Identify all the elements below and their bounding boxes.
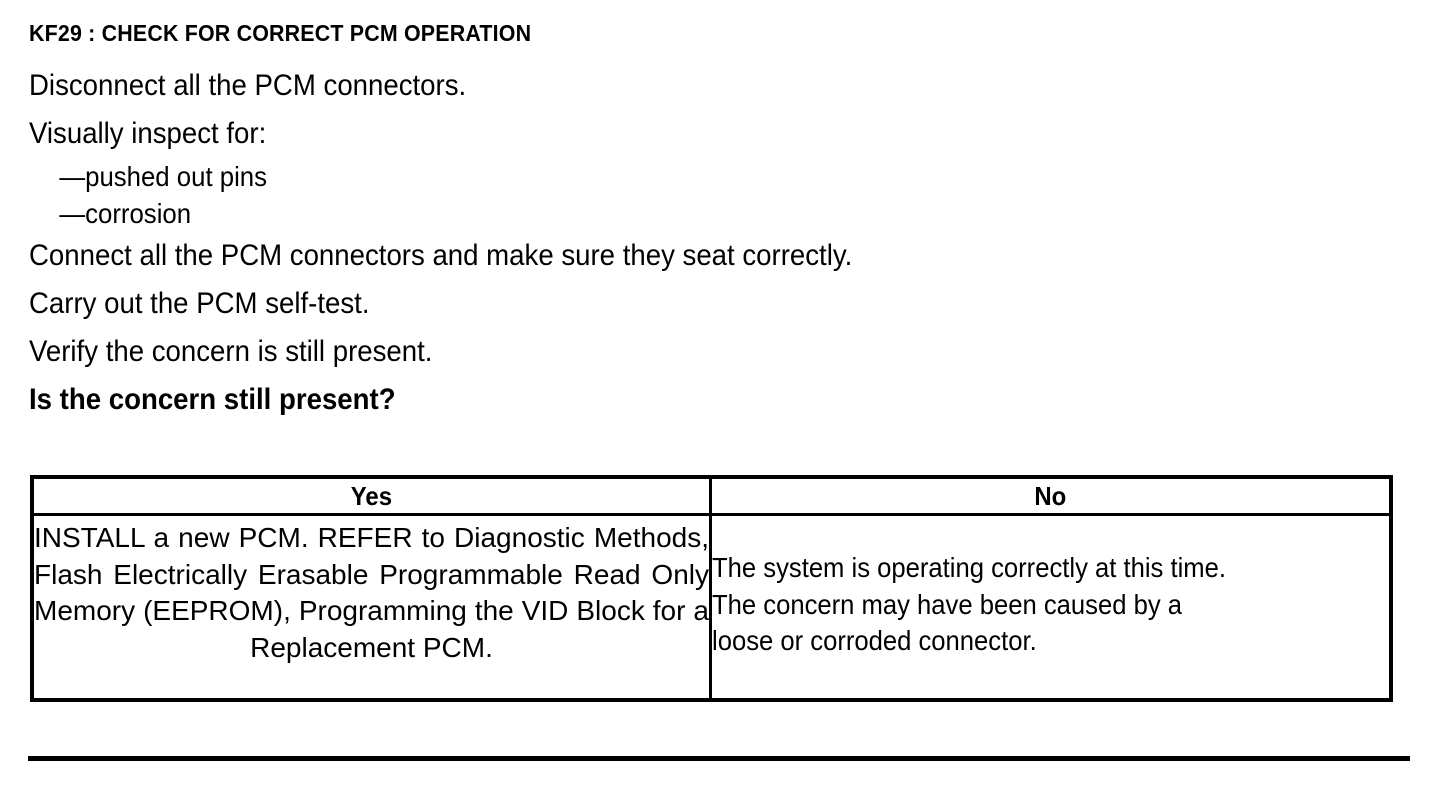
table-header-no: No — [712, 479, 1389, 516]
table-cell-no: The system is operating correctly at thi… — [712, 516, 1389, 698]
step-line: Verify the concern is still present. — [29, 335, 433, 368]
step-line: Visually inspect for: — [29, 117, 267, 150]
result-table: Yes No INSTALL a new PCM. REFER to Diagn… — [30, 475, 1393, 702]
no-action-line: The system is operating correctly at thi… — [712, 552, 1227, 584]
yes-action-line: INSTALL a new PCM. REFER to Diagnostic M… — [34, 522, 709, 663]
decision-question: Is the concern still present? — [29, 383, 396, 416]
no-action-line: loose or corroded connector. — [712, 625, 1037, 657]
no-action-text: The system is operating correctly at thi… — [712, 550, 1389, 664]
step-line: Connect all the PCM connectors and make … — [29, 239, 853, 272]
page-title: KF29 : CHECK FOR CORRECT PCM OPERATION — [29, 20, 532, 46]
table-header-yes: Yes — [34, 479, 712, 516]
section-divider-rule — [28, 756, 1410, 761]
sub-list-item: —corrosion — [59, 198, 192, 229]
step-line: Disconnect all the PCM connectors. — [29, 69, 467, 102]
step-line: Carry out the PCM self-test. — [29, 287, 370, 320]
table-header-no-label: No — [1034, 481, 1067, 511]
table-cell-yes: INSTALL a new PCM. REFER to Diagnostic M… — [34, 516, 712, 698]
no-action-line: The concern may have been caused by a — [712, 588, 1182, 620]
yes-action-text: INSTALL a new PCM. REFER to Diagnostic M… — [34, 516, 709, 666]
procedure-steps: Disconnect all the PCM connectors. Visua… — [29, 62, 1409, 424]
sub-list-item: —pushed out pins — [59, 161, 268, 192]
table-body-row: INSTALL a new PCM. REFER to Diagnostic M… — [34, 516, 1389, 698]
table-header-yes-label: Yes — [350, 481, 393, 511]
table-header-row: Yes No — [34, 479, 1389, 516]
inspection-sub-list: —pushed out pins —corrosion — [29, 158, 1409, 232]
